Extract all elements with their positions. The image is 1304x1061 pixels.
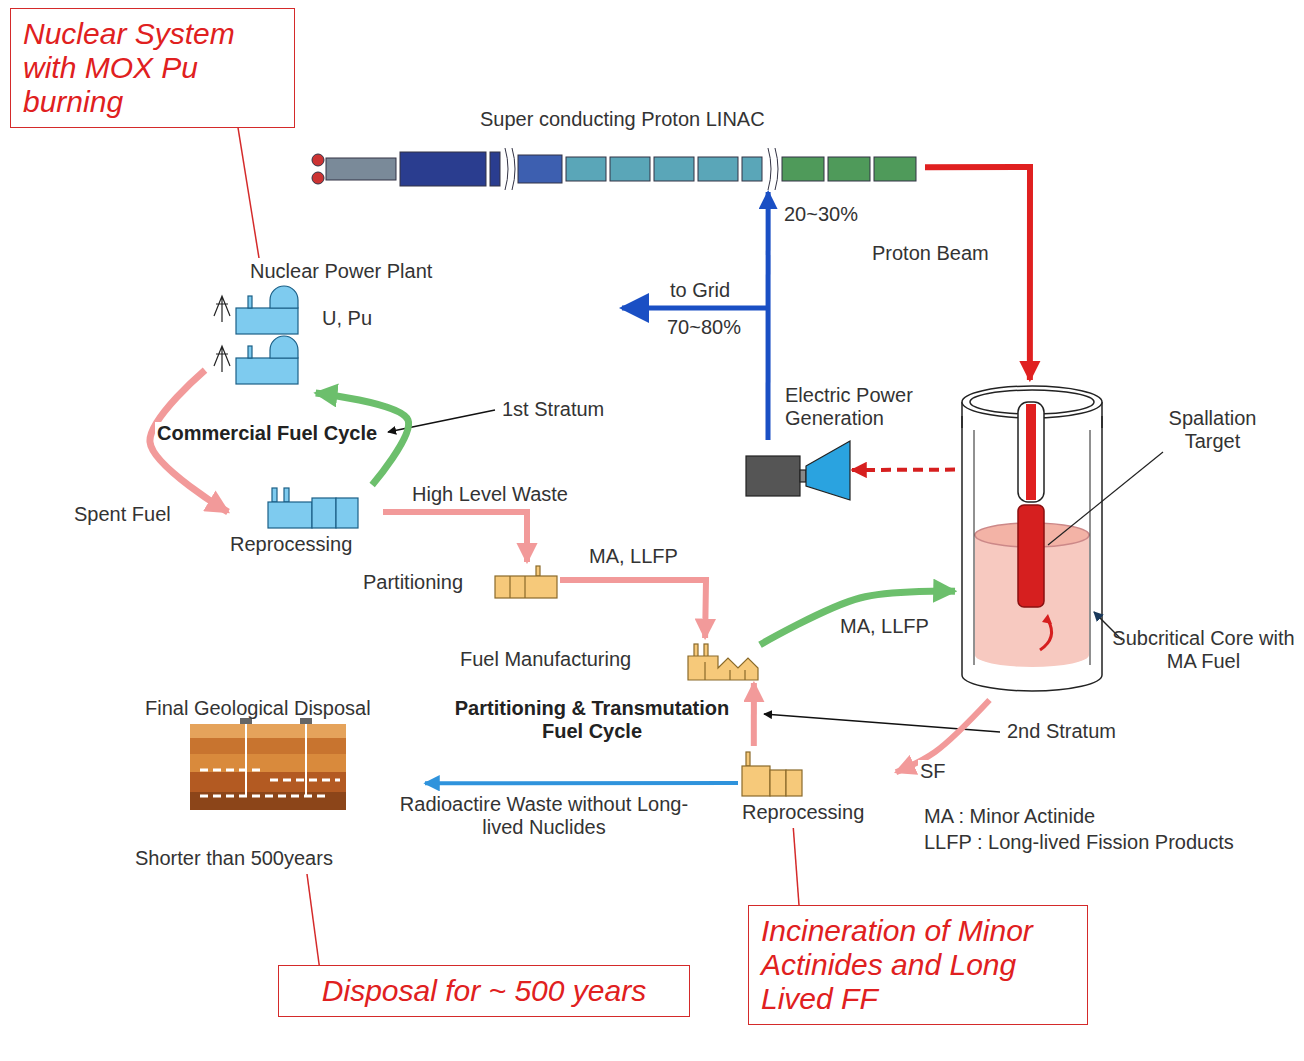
node-label: Reprocessing [742, 801, 864, 824]
callout-text: Incineration of Minor Actinides and Long… [761, 914, 1061, 1016]
factory-icon [268, 488, 358, 528]
power-generator: Electric Power Generation [745, 440, 852, 500]
generator-turbine-icon [746, 441, 850, 500]
edge-label: MA, LLFP [587, 545, 680, 568]
geological-repository-picture [190, 718, 346, 810]
linac-unit: Super conducting Proton LINAC [305, 100, 925, 192]
cycle-heading: Commercial Fuel Cycle [155, 422, 379, 445]
factory-icon [742, 752, 802, 796]
leader-line [238, 128, 259, 258]
stratum-label: 2nd Stratum [1005, 720, 1118, 743]
factory-icon [495, 566, 557, 598]
cycle-heading: Partitioning & Transmutation Fuel Cycle [440, 697, 744, 743]
node-label: Electric Power Generation [785, 384, 945, 430]
node-label: Final Geological Disposal [145, 697, 371, 720]
callout-text: Disposal for ~ 500 years [291, 974, 677, 1008]
callout-box: Nuclear System with MOX Pu burning [10, 8, 295, 128]
partitioning-plant: Partitioning [360, 562, 560, 602]
callout-text: Nuclear System with MOX Pu burning [23, 17, 263, 119]
linac-drawing [312, 148, 916, 190]
edge-label: 20~30% [782, 203, 860, 226]
callout-box: Incineration of Minor Actinides and Long… [748, 905, 1088, 1025]
flow-arrow [560, 580, 706, 638]
abbreviation-note: MA : Minor Actinide [922, 805, 1097, 828]
node-label: Nuclear Power Plant [250, 260, 432, 283]
reprocessing-plant: Reprocessing [228, 485, 383, 560]
flow-arrow [852, 468, 955, 472]
abbreviation-note: LLFP : Long-lived Fission Products [922, 831, 1236, 854]
edge-label: Spent Fuel [72, 503, 173, 526]
callout-box: Disposal for ~ 500 years [278, 965, 690, 1017]
percent-label: to Grid [668, 279, 732, 302]
flow-arrow [760, 591, 955, 645]
node-label: U, Pu [322, 307, 372, 330]
edge-label: Proton Beam [870, 242, 991, 265]
reprocessing-plant: Reprocessing [738, 746, 896, 828]
node-label: Partitioning [363, 571, 463, 594]
node-label: Super conducting Proton LINAC [480, 108, 765, 131]
stratum-label: 1st Stratum [500, 398, 606, 421]
node-label: Fuel Manufacturing [460, 648, 631, 671]
flow-arrow [925, 167, 1030, 380]
percent-label: 70~80% [665, 316, 743, 339]
node-label: Reprocessing [230, 533, 352, 556]
flow-arrow [751, 683, 757, 746]
subcritical-reactor: Spallation TargetSubcritical Core with M… [955, 380, 1300, 700]
power-plant-icon [214, 286, 298, 384]
leader-line [307, 874, 319, 965]
power-plant: Nuclear Power Plant U, Pu [205, 258, 475, 393]
flow-arrow [425, 781, 738, 785]
fuel-plant: Fuel Manufacturing [455, 638, 760, 683]
edge-label: SF [918, 760, 948, 783]
flow-arrow [383, 512, 527, 562]
leader-line [793, 828, 799, 905]
flow-arrow [766, 192, 771, 440]
node-label: Subcritical Core with MA Fuel [1112, 627, 1295, 673]
geological-disposal: Final Geological DisposalShorter than 50… [130, 696, 425, 874]
edge-label: MA, LLFP [838, 615, 931, 638]
node-label: Shorter than 500years [135, 847, 333, 870]
factory-icon [688, 644, 758, 680]
edge-label: Radioactire Waste without Long-lived Nuc… [397, 793, 691, 839]
edge-label: High Level Waste [410, 483, 570, 506]
grid-arrow [622, 306, 768, 311]
node-label: Spallation Target [1165, 407, 1260, 453]
